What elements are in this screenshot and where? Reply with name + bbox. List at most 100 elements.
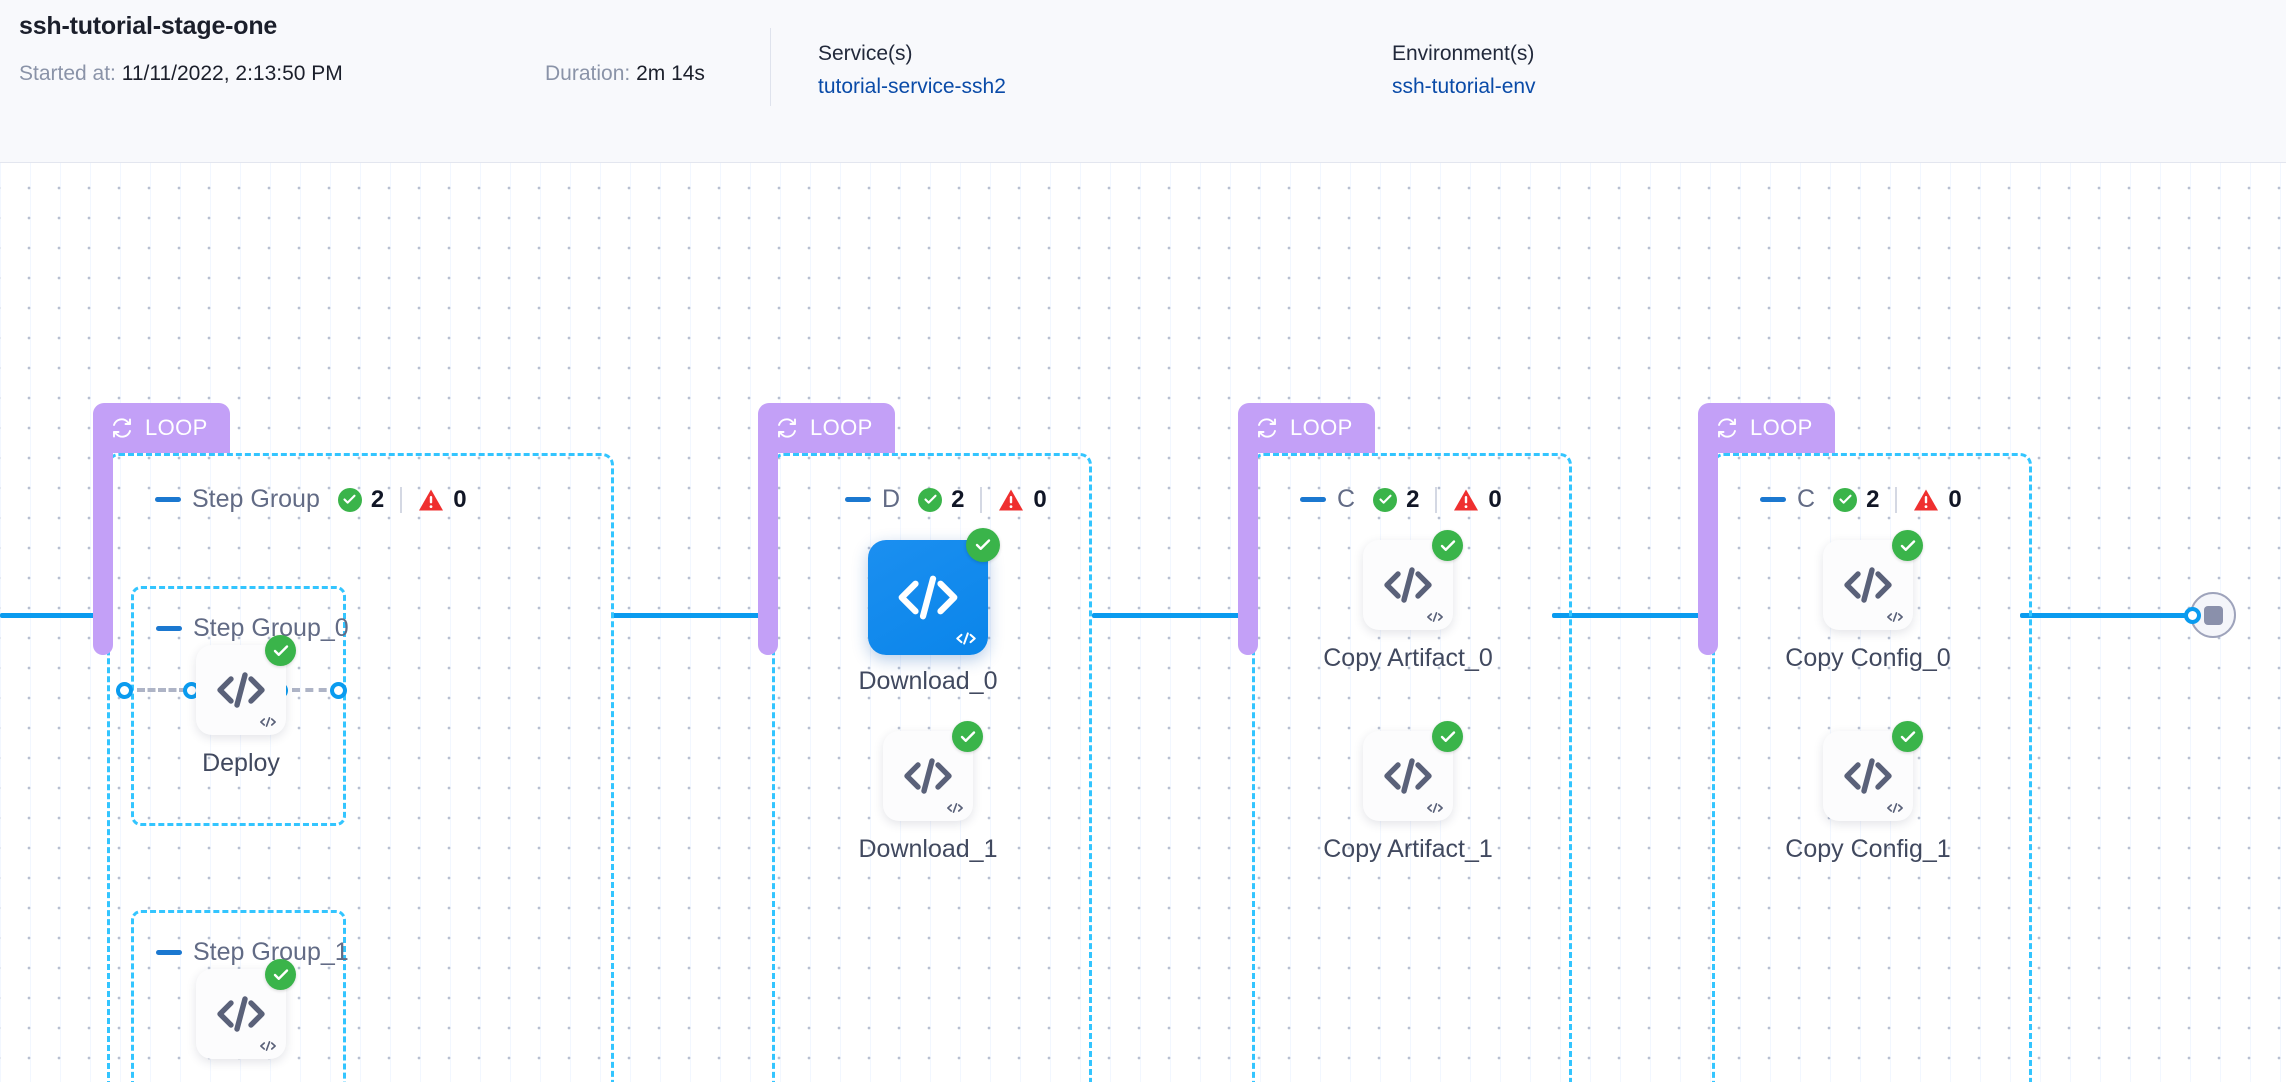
pipeline-graph-canvas[interactable]: LOOP Step Group 2 0: [0, 163, 2286, 1082]
environments-label: Environment(s): [1392, 42, 1535, 65]
group-name: C: [1337, 485, 1356, 513]
group-boundary: [772, 453, 1092, 1082]
group-header-download[interactable]: D 2 0: [845, 485, 1047, 514]
loop-icon: [113, 418, 131, 438]
node-label: Copy Artifact_0: [1323, 644, 1493, 672]
stop-square-icon: [2203, 605, 2223, 625]
subgroup-step-group-0[interactable]: Step Group_0: [116, 586, 349, 826]
status-badge: [1892, 721, 1923, 752]
edge-copy-artifact-to-copy-config: [1552, 613, 1712, 618]
loop-badge-label: LOOP: [810, 415, 873, 440]
code-icon: [217, 672, 265, 708]
loop-badge[interactable]: LOOP: [758, 403, 895, 453]
port-right-outer[interactable]: [330, 682, 347, 699]
count-divider: [400, 486, 403, 513]
node-label: Download_0: [858, 667, 998, 695]
warning-triangle-icon: [419, 489, 444, 510]
status-badge: [265, 635, 296, 666]
node-card[interactable]: [1363, 721, 1463, 821]
code-icon: [1384, 567, 1432, 603]
error-count: 0: [1033, 485, 1047, 513]
node-card[interactable]: [868, 528, 1000, 655]
loop-group-download[interactable]: LOOP D 2 0: [758, 403, 1092, 1082]
code-corner-icon: [1427, 612, 1443, 622]
node-copy-artifact-1[interactable]: Copy Artifact_1: [1323, 721, 1493, 863]
subgroup-header[interactable]: Step Group_0: [156, 614, 349, 643]
group-status-counts: 2 0: [1373, 486, 1502, 514]
port-end-node[interactable]: [2184, 607, 2201, 624]
service-link[interactable]: tutorial-service-ssh2: [818, 75, 1006, 98]
execution-header: ssh-tutorial-stage-one Started at: 11/11…: [0, 0, 2286, 163]
loop-badge[interactable]: LOOP: [93, 403, 230, 453]
group-header-step-group[interactable]: Step Group 2 0: [155, 485, 467, 514]
collapse-dash-icon[interactable]: [845, 497, 871, 502]
node-deploy-1[interactable]: [196, 959, 296, 1059]
group-boundary: [1712, 453, 2032, 1082]
count-divider: [1435, 486, 1438, 513]
collapse-dash-icon[interactable]: [156, 950, 182, 955]
duration: Duration: 2m 14s: [545, 62, 705, 86]
loop-badge[interactable]: LOOP: [1698, 403, 1835, 453]
loop-group-step-group[interactable]: LOOP Step Group 2 0: [93, 403, 614, 1082]
collapse-dash-icon[interactable]: [1760, 497, 1786, 502]
duration-value: 2m 14s: [636, 62, 705, 85]
loop-rail: [758, 453, 778, 655]
success-count: 2: [370, 485, 385, 513]
node-card[interactable]: [196, 959, 296, 1059]
check-icon: [1440, 539, 1455, 551]
group-header-copy-config[interactable]: C 2 0: [1760, 485, 1962, 514]
node-download-1[interactable]: Download_1: [859, 721, 998, 863]
collapse-dash-icon[interactable]: [156, 626, 182, 631]
collapse-dash-icon[interactable]: [155, 497, 181, 502]
check-circle-icon: [337, 487, 362, 512]
edge-download-to-copy-artifact: [1092, 613, 1252, 618]
check-icon: [960, 730, 975, 742]
node-copy-config-1[interactable]: Copy Config_1: [1785, 721, 1951, 863]
code-icon: [1844, 758, 1892, 794]
services-column: Service(s) tutorial-service-ssh2: [818, 42, 1006, 99]
status-badge: [265, 959, 296, 990]
check-icon: [1900, 730, 1915, 742]
error-count: 0: [1488, 485, 1502, 513]
code-icon: [1844, 567, 1892, 603]
loop-badge[interactable]: LOOP: [1238, 403, 1375, 453]
node-copy-artifact-0[interactable]: Copy Artifact_0: [1323, 530, 1493, 672]
check-circle-icon: [918, 487, 943, 512]
code-icon: [898, 575, 958, 620]
node-card[interactable]: [196, 635, 296, 735]
port-left-outer[interactable]: [116, 682, 133, 699]
collapse-dash-icon[interactable]: [1300, 497, 1326, 502]
check-circle-icon: [1373, 487, 1398, 512]
services-label: Service(s): [818, 42, 913, 65]
loop-group-copy-artifact[interactable]: LOOP C 2 0: [1238, 403, 1572, 1082]
header-divider: [770, 28, 771, 106]
loop-group-copy-config[interactable]: LOOP C 2 0: [1698, 403, 2032, 1082]
group-name: D: [882, 485, 901, 513]
subgroup-header[interactable]: Step Group_1: [156, 938, 349, 967]
node-deploy[interactable]: Deploy: [196, 635, 296, 777]
check-icon: [273, 968, 288, 980]
count-divider: [1895, 486, 1898, 513]
page-title: ssh-tutorial-stage-one: [19, 12, 278, 40]
count-divider: [980, 486, 983, 513]
node-copy-config-0[interactable]: Copy Config_0: [1785, 530, 1951, 672]
loop-rail: [93, 453, 113, 655]
node-card[interactable]: [1823, 721, 1923, 821]
check-icon: [1440, 730, 1455, 742]
success-count: 2: [951, 485, 965, 513]
node-card[interactable]: [1823, 530, 1923, 630]
stub-dashed-right: [292, 688, 340, 692]
check-icon: [273, 644, 288, 656]
code-icon: [217, 996, 265, 1032]
error-count: 0: [1948, 485, 1962, 513]
node-card[interactable]: [1363, 530, 1463, 630]
subgroup-step-group-1[interactable]: Step Group_1: [131, 910, 349, 1082]
node-card[interactable]: [883, 721, 983, 821]
environment-link[interactable]: ssh-tutorial-env: [1392, 75, 1536, 98]
status-badge: [952, 721, 983, 752]
loop-badge-label: LOOP: [145, 415, 208, 440]
check-circle-icon: [1833, 487, 1858, 512]
node-download-0[interactable]: Download_0: [859, 528, 1000, 695]
group-header-copy-artifact[interactable]: C 2 0: [1300, 485, 1502, 514]
edge-start-to-step-group: [0, 613, 104, 618]
